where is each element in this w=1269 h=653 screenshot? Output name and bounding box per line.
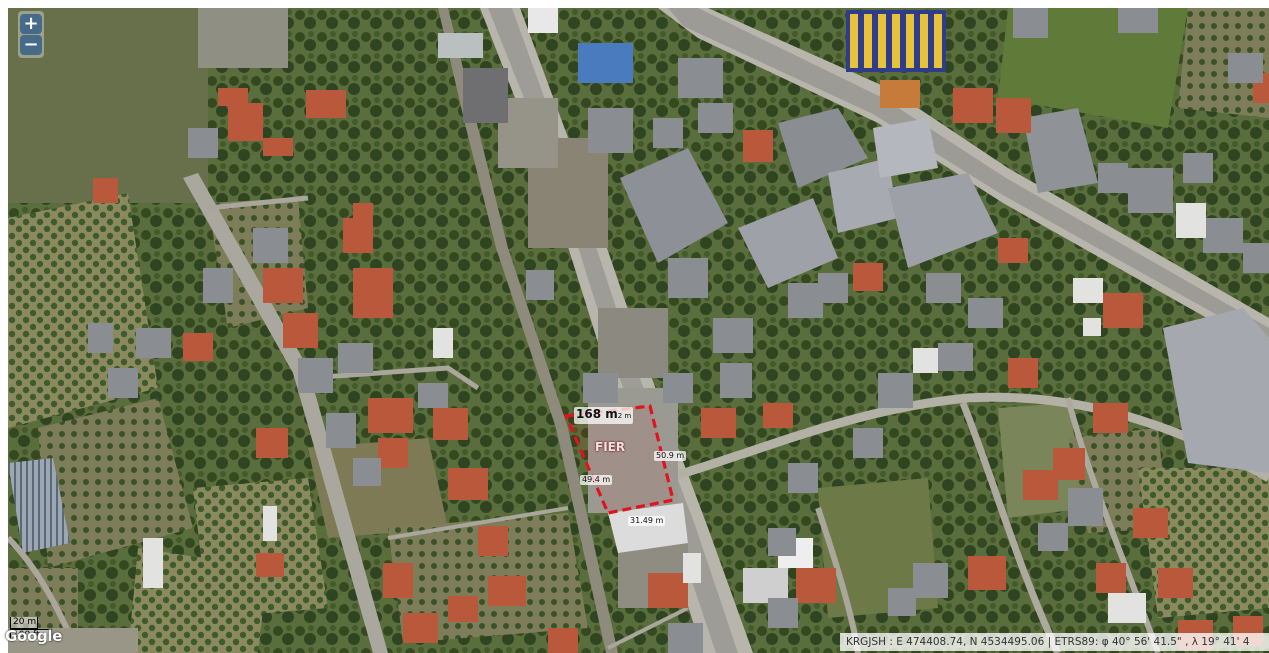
area-value: 168 m (576, 407, 618, 421)
zoom-out-button[interactable]: − (20, 35, 42, 55)
coordinates-readout: KRGJSH : E 474408.74, N 4534495.06 | ETR… (840, 633, 1269, 651)
satellite-imagery[interactable] (8, 8, 1269, 653)
zoom-control: + − (18, 11, 44, 58)
segment-length-right: 50.9 m (654, 451, 687, 461)
google-logo[interactable]: Google (5, 627, 63, 645)
scale-bar-imperial: 100 ft (10, 629, 52, 641)
area-measurement-label: 168 m2 m (574, 407, 634, 424)
satellite-map[interactable]: + − 168 m2 m FIER 50.9 m 49.4 m 31.49 m (8, 8, 1269, 653)
segment-length-bottom: 31.49 m (628, 516, 666, 526)
area-unit: 2 m (617, 412, 632, 420)
zoom-in-button[interactable]: + (20, 14, 42, 34)
place-label: FIER (595, 440, 626, 454)
segment-length-left: 49.4 m (580, 475, 613, 485)
scale-bar-metric: 20 m (10, 617, 38, 629)
